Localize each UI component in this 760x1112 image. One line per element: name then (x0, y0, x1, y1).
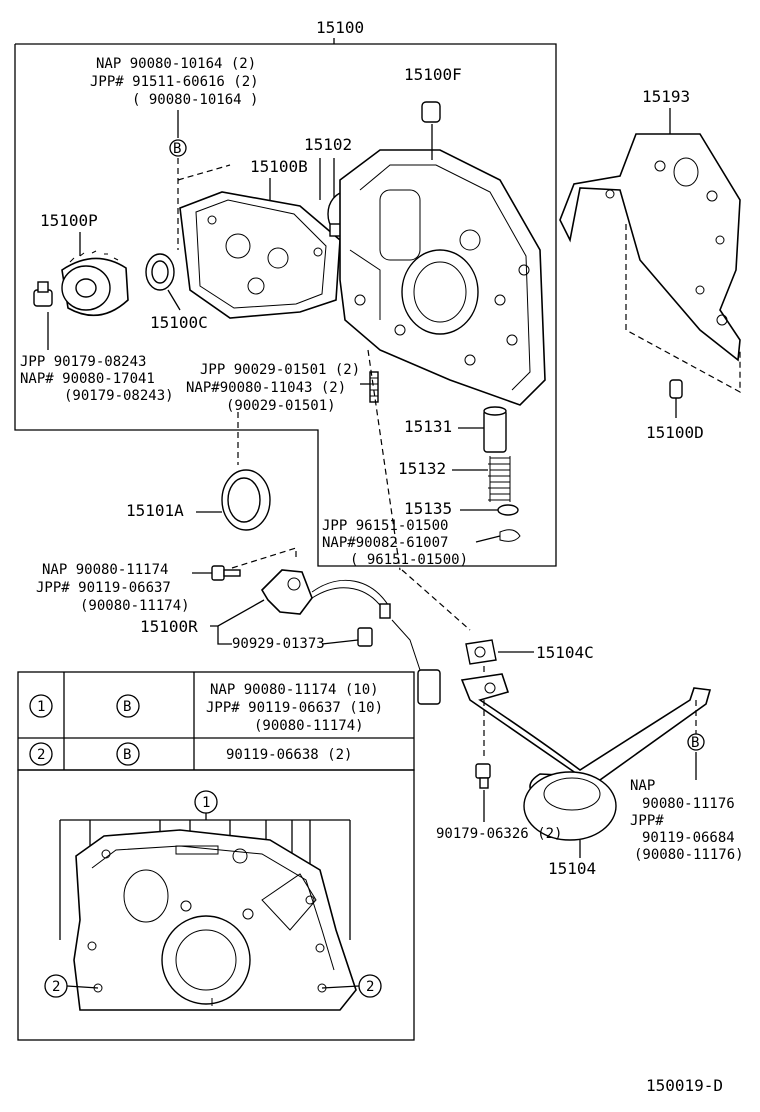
callout-15100D: 15100D (646, 423, 704, 442)
table-row-2: 2 B 90119-06638 (2) (29, 742, 352, 766)
callout-15135: 15135 (404, 499, 452, 518)
pump-cover-15100B (179, 191, 341, 319)
callout-15100P: 15100P (40, 211, 98, 230)
crank-sensor-15100R (260, 569, 441, 705)
assembly-frame (14, 38, 557, 567)
timing-pulley-15100P (61, 250, 129, 317)
callout-15102: 15102 (304, 135, 352, 154)
strainer-note-4: 90119-06684 (642, 830, 735, 846)
bolt-15100P-note-2: NAP# 90080-17041 (20, 371, 155, 387)
callout-15104C: 15104C (536, 643, 594, 662)
marker-one-detail: 1 (194, 790, 218, 814)
plug-15100F (421, 101, 441, 123)
callout-15101A: 15101A (126, 501, 184, 520)
bolt-15100P (33, 281, 53, 307)
gasket-15193 (559, 133, 741, 362)
row-1-line-2: JPP# 90119-06637 (10) (206, 700, 383, 716)
bolt-15100P-note-1: JPP 90179-08243 (20, 354, 146, 370)
sensor-bolt-note-1: NAP 90080-11174 (42, 562, 168, 578)
row-1-mark: B (123, 699, 131, 715)
callout-15193: 15193 (642, 87, 690, 106)
spring-15132 (488, 456, 511, 502)
marker-two-right-label: 2 (366, 979, 374, 995)
oil-strainer-15104 (460, 673, 712, 841)
marker-two-right: 2 (358, 974, 382, 998)
marker-two-left: 2 (44, 974, 68, 998)
callout-15100F: 15100F (404, 65, 462, 84)
strainer-note-2: 90080-11176 (642, 796, 735, 812)
diagram-id: 150019-D (646, 1076, 723, 1095)
clip-note-3: ( 96151-01500) (350, 552, 468, 568)
spring-pin-note-1: JPP 90029-01501 (2) (200, 362, 360, 378)
bolt-note-top: NAP 90080-10164 (2) JPP# 91511-60616 (2)… (90, 56, 259, 138)
bolt-15100P-note-3: (90179-08243) (64, 388, 174, 404)
row-2-num: 2 (37, 747, 45, 763)
row-2-line-1: 90119-06638 (2) (226, 747, 352, 763)
bolt-note-line-3: ( 90080-10164 ) (132, 92, 258, 108)
bolt-note-line-1: NAP 90080-10164 (2) (96, 56, 256, 72)
detail-frame (17, 769, 415, 1041)
marker-one-label: 1 (202, 795, 210, 811)
row-1-line-3: (90080-11174) (254, 718, 364, 734)
clip-note-2: NAP#90082-61007 (322, 535, 448, 551)
gasket-15104C (465, 639, 497, 665)
callout-15100B: 15100B (250, 157, 308, 176)
bolt-note-line-2: JPP# 91511-60616 (2) (90, 74, 259, 90)
clip-note-1: JPP 96151-01500 (322, 518, 448, 534)
callout-90179-06326: 90179-06326 (2) (436, 826, 562, 842)
marker-b-strainer-label: B (691, 735, 699, 751)
marker-b-label: B (173, 141, 181, 157)
callout-90929: 90929-01373 (232, 636, 325, 652)
front-cover-detail (73, 829, 357, 1011)
callout-15132: 15132 (398, 459, 446, 478)
spring-pin-note-2: NAP#90080-11043 (2) (186, 380, 346, 396)
assembly-number: 15100 (316, 18, 364, 37)
pin-15100D (669, 379, 683, 399)
marker-b-top: B (169, 139, 187, 157)
oil-seal-15101A (221, 469, 271, 531)
row-2-mark: B (123, 747, 131, 763)
sensor-bolt-note-2: JPP# 90119-06637 (36, 580, 171, 596)
connector (357, 627, 373, 647)
callout-15100R: 15100R (140, 617, 198, 636)
strainer-bolt-90179 (475, 763, 491, 789)
relief-valve-15131 (483, 406, 507, 453)
strainer-note-1: NAP (630, 778, 655, 794)
row-1-line-1: NAP 90080-11174 (10) (210, 682, 379, 698)
sensor-bolt-note-3: (90080-11174) (80, 598, 190, 614)
callout-15131: 15131 (404, 417, 452, 436)
row-1-num: 1 (37, 699, 45, 715)
washer-15135 (497, 504, 519, 516)
strainer-note-5: (90080-11176) (634, 847, 744, 863)
callout-15104: 15104 (548, 859, 596, 878)
marker-two-left-label: 2 (52, 979, 60, 995)
marker-b-strainer: B (687, 733, 705, 751)
clip (499, 529, 521, 542)
seal-15100C (145, 253, 175, 291)
oil-pump-body (339, 149, 546, 406)
strainer-note-3: JPP# (630, 813, 664, 829)
table-row-1: 1 B NAP 90080-11174 (10) JPP# 90119-0663… (29, 682, 383, 734)
sensor-bolt (211, 565, 241, 581)
callout-15100C: 15100C (150, 313, 208, 332)
spring-pin-note-3: (90029-01501) (226, 398, 336, 414)
spring-pin (369, 371, 379, 403)
